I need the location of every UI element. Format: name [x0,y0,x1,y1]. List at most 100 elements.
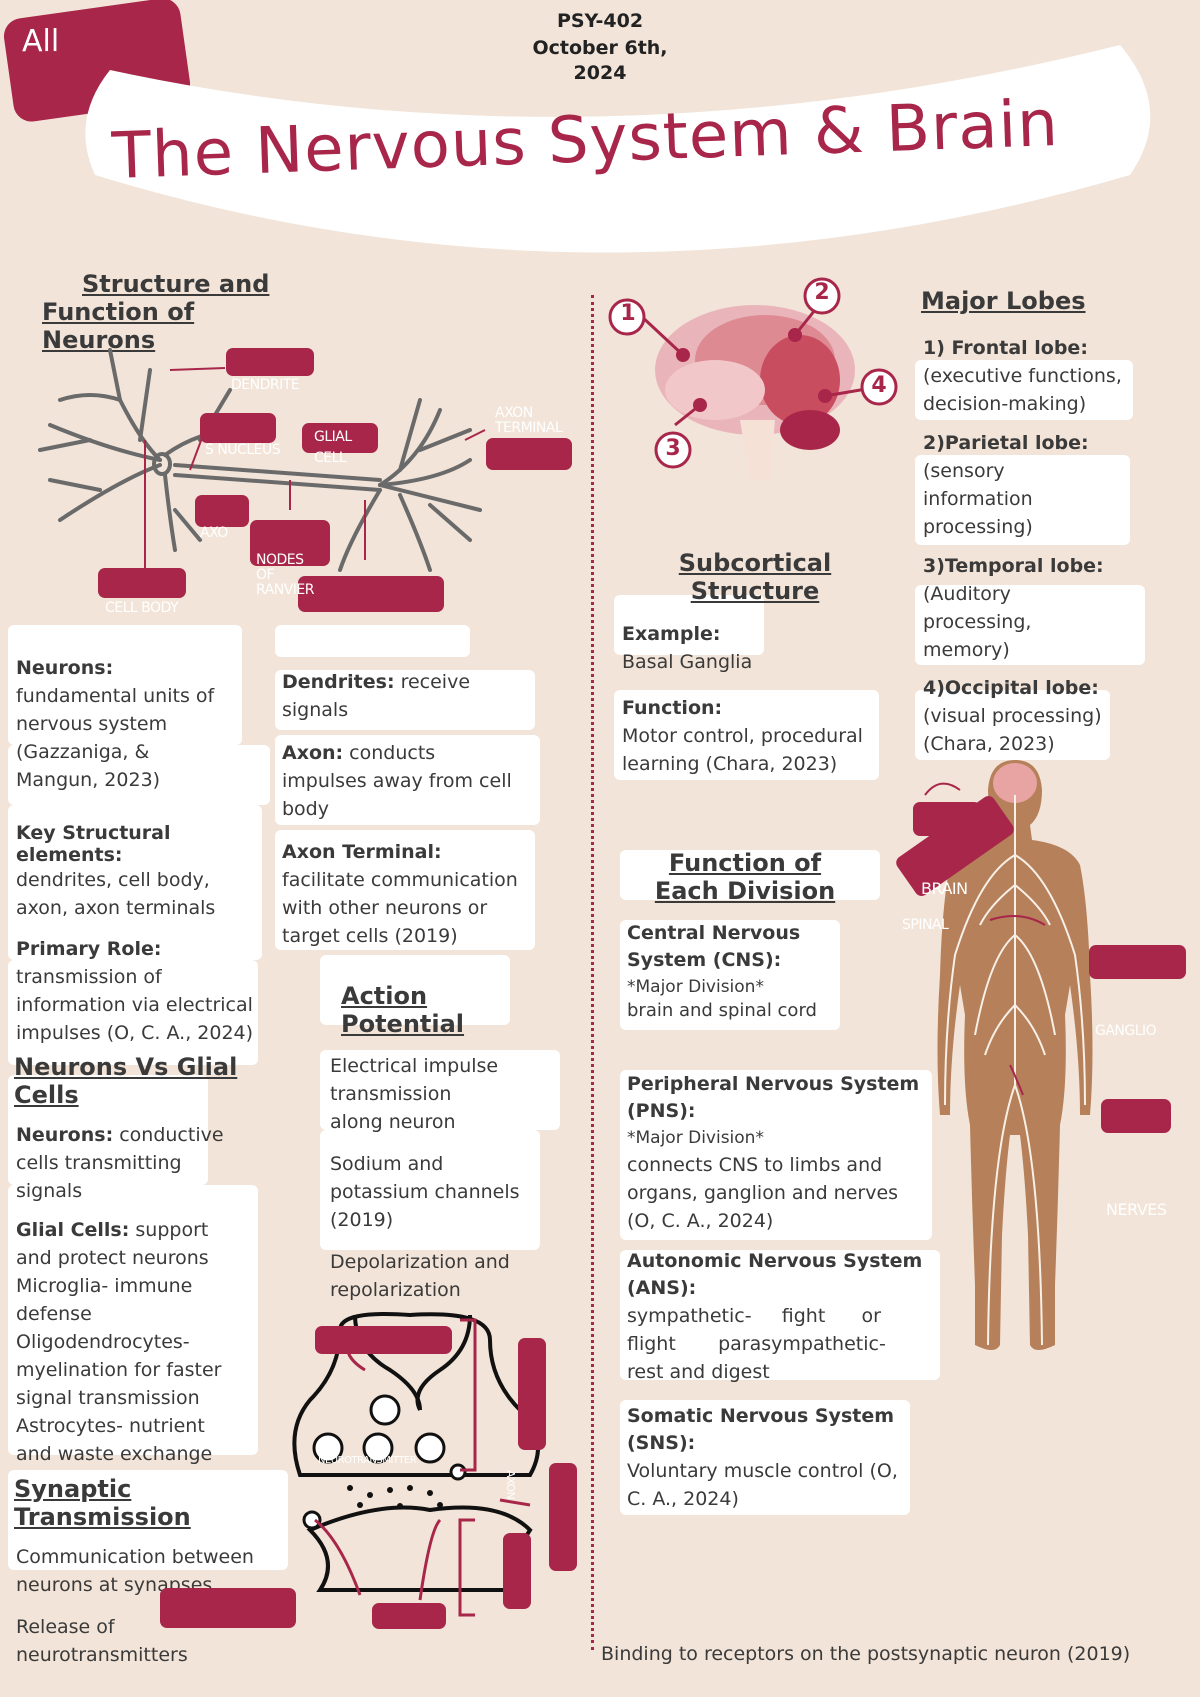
term-label: Axon: [282,742,344,764]
label-box-nucleus [200,413,276,443]
text-line: along neuron [330,1111,456,1133]
highlight [8,960,258,1065]
heading-line: Synaptic [14,1475,132,1503]
text-line: *Major Division* [627,977,764,997]
lobe-occipital: 4)Occipital lobe: (visual processing) (C… [923,674,1102,758]
divisions-heading: Function of Each Division [620,849,870,905]
text-line: Electrical impulse [330,1055,499,1077]
text-line: impulses (O, C. A., 2024) [16,1022,254,1044]
division-cns: Central Nervous System (CNS): *Major Div… [627,920,817,1022]
highlight [8,805,262,960]
highlight [320,1130,540,1250]
label-brain: BRAIN [921,879,968,898]
label-line: GLIAL [314,429,352,445]
text-line: Motor control, procedural [622,725,863,747]
text-line: myelination for faster [16,1359,222,1381]
term-label: 4)Occipital lobe: [923,677,1099,699]
brain-number-3: 3 [665,436,681,461]
label-neurotransmitter: NEUROTRANSMITTER [318,1455,417,1466]
label-line: CELL [314,450,347,466]
text-line: Release of [16,1616,115,1638]
term-label: (ANS): [627,1277,697,1299]
label-cell-body: CELL BODY [105,600,179,616]
text-line: *Major Division* [627,1128,764,1148]
term-label: Neurons: [16,657,114,679]
date-line-2: 2024 [573,62,627,84]
human-body-nerves [924,760,1093,1350]
neurons-heading: Structure and Function of Neurons [42,270,269,354]
text-line: with other neurons or [282,897,488,919]
highlight [620,1250,940,1380]
title-banner [85,45,1151,253]
label-spinal: SPINAL [902,917,949,933]
term-label: 3)Temporal lobe: [923,555,1104,577]
term-label: (PNS): [627,1100,696,1122]
heading-line: Function of [42,298,195,326]
term-label: Key Structural [16,822,171,844]
body-box-nerves [1101,1099,1171,1133]
text-line: cells transmitting [16,1152,182,1174]
lobes-heading: Major Lobes [921,287,1086,315]
term-label: System (CNS): [627,949,782,971]
text-line: signal transmission [16,1387,200,1409]
highlight [620,920,840,1030]
lobe-temporal: 3)Temporal lobe: (Auditory processing, m… [923,552,1104,664]
synapse-diagram [292,1312,540,1617]
text-line: processing) [923,516,1033,538]
text-line: nervous system [16,713,168,735]
text-line: transmission [330,1083,452,1105]
brain-number-2: 2 [814,280,830,305]
synapse-box-right-3 [503,1533,531,1609]
heading-line: Neurons Vs Glial [14,1053,238,1081]
term-label: elements: [16,844,123,866]
term-label: (SNS): [627,1432,696,1454]
synapse-box-right-2 [549,1463,577,1571]
text-line: (O, C. A., 2024) [627,1210,774,1232]
corner-tag: All [22,24,60,59]
label-box-cell-body [98,568,186,598]
action-text-2: Sodium and potassium channels (2019) [330,1150,520,1234]
glial-heading: Neurons Vs Glial Cells [14,1053,237,1109]
text-line: flight parasympathetic- [627,1333,886,1355]
synapse-box-bottom-left [160,1588,296,1628]
subcortical-example: Example: Basal Ganglia [622,620,752,676]
highlight [915,690,1110,760]
highlight [620,850,880,900]
neurons-definition: Neurons: fundamental units of nervous sy… [16,654,214,794]
term-label: Axon Terminal: [282,841,442,863]
text-line: Sodium and [330,1153,444,1175]
label-box-axon [195,495,249,527]
highlight [8,1075,208,1185]
text-line: (2019) [330,1209,394,1231]
highlight [8,745,270,805]
text-line: memory) [923,639,1010,661]
term-label: Somatic Nervous System [627,1405,895,1427]
glial-cells-text: Glial Cells: support and protect neurons… [16,1216,221,1468]
footer-note: Binding to receptors on the postsynaptic… [601,1643,1131,1665]
highlight [915,360,1133,420]
term-label: 2)Parietal lobe: [923,432,1089,454]
text-line: (executive functions, [923,365,1122,387]
label-box-dendrite [226,348,314,376]
text-line: rest and digest [627,1361,770,1383]
primary-role: Primary Role: transmission of informatio… [16,935,253,1047]
text-line: potassium channels [330,1181,520,1203]
text-line: impulses away from cell [282,770,512,792]
text-line: dendrites, cell body, [16,869,210,891]
text-line: Depolarization and [330,1251,510,1273]
text-line: (visual processing) [923,705,1102,727]
label-dendrite: DENDRITE [231,377,300,393]
text-line: target cells (2019) [282,925,458,947]
term-label: Autonomic Nervous System [627,1250,923,1272]
synaptic-heading: Synaptic Transmission [14,1475,191,1531]
course-code: PSY-402 [556,10,644,32]
highlight [8,1470,288,1570]
highlight [915,585,1145,665]
text-line: connects CNS to limbs and [627,1154,883,1176]
highlight [275,670,535,730]
division-sns: Somatic Nervous System (SNS): Voluntary … [627,1403,898,1513]
label-line: RANVIER [256,582,315,598]
